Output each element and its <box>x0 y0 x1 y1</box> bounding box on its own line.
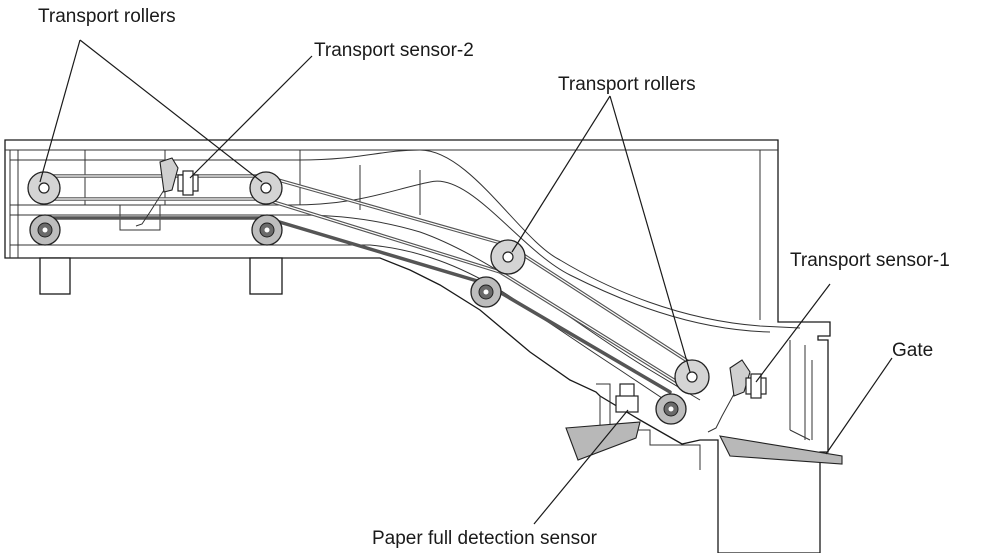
transport-sensor-2-part <box>135 157 199 227</box>
lower-bracket <box>596 383 701 470</box>
transport-roller <box>674 359 710 395</box>
label-paper-full-detection-sensor: Paper full detection sensor <box>372 528 598 549</box>
transport-roller <box>27 171 61 205</box>
belt-bottom <box>44 216 672 394</box>
leader-transport-rollers-left-a <box>39 39 81 183</box>
leader-gate <box>825 357 893 455</box>
label-transport-sensor-1: Transport sensor-1 <box>790 250 950 271</box>
leader-lines <box>39 39 893 525</box>
label-transport-rollers-right: Transport rollers <box>558 74 696 95</box>
leader-paper-full-detection-sensor <box>533 409 629 525</box>
transport-roller <box>249 171 283 205</box>
housing-frame <box>4 139 831 553</box>
belt-lower-highlight <box>42 198 691 391</box>
gate-part <box>719 435 843 465</box>
driven-roller <box>470 276 502 308</box>
upper-guide <box>10 180 771 333</box>
inner-wall <box>5 149 778 258</box>
chassis-foot <box>249 257 283 295</box>
leader-transport-rollers-right-a <box>511 95 611 253</box>
leader-transport-sensor-1 <box>755 283 831 383</box>
transport-roller <box>490 239 526 275</box>
belt-upper-highlight <box>42 175 693 365</box>
leader-transport-rollers-left-b <box>79 39 263 183</box>
driven-roller <box>251 214 283 246</box>
chassis-outline <box>4 139 831 553</box>
leader-transport-rollers-right-b <box>609 95 691 373</box>
chassis-foot <box>39 257 71 295</box>
driven-roller <box>655 393 687 425</box>
lower-guide <box>10 214 701 401</box>
label-transport-sensor-2: Transport sensor-2 <box>314 40 474 61</box>
driven-roller <box>29 214 61 246</box>
leader-transport-sensor-2 <box>189 55 313 179</box>
upper-guide <box>10 149 801 329</box>
right-frame <box>789 340 813 441</box>
transport-belts <box>41 174 694 394</box>
label-transport-rollers-left: Transport rollers <box>38 6 176 27</box>
transport-sensor-1-part <box>707 359 767 433</box>
label-gate: Gate <box>892 340 933 361</box>
